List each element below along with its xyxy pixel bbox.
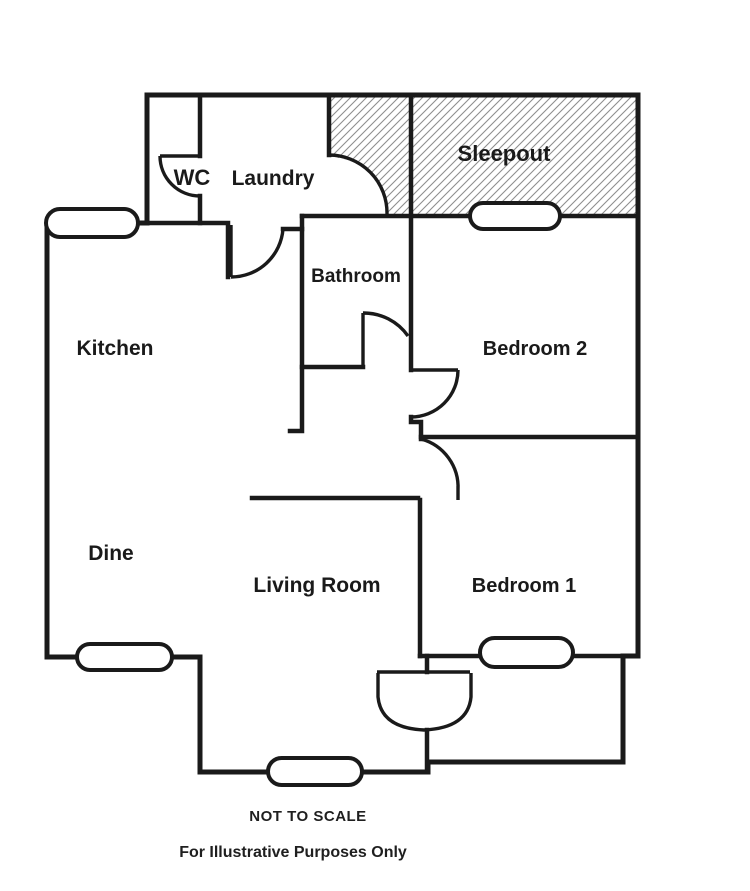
room-label-bathroom: Bathroom — [311, 266, 401, 287]
room-label-laundry: Laundry — [232, 167, 315, 190]
wall-bathroom-west — [287, 213, 305, 434]
window-bedroom1 — [478, 636, 575, 669]
door-arc-entry — [376, 670, 473, 732]
window-living — [266, 756, 364, 787]
room-label-kitchen: Kitchen — [76, 337, 153, 360]
room-label-living: Living Room — [253, 574, 380, 597]
window-dine — [75, 642, 174, 672]
doors — [158, 153, 473, 732]
note-illustrative-purposes: For Illustrative Purposes Only — [179, 844, 407, 861]
wall-bed2-door-stub — [408, 414, 424, 442]
door-arc-bedroom1 — [420, 437, 460, 500]
room-label-sleepout: Sleepout — [458, 141, 552, 166]
window-kitchen — [44, 207, 140, 239]
note-not-to-scale: NOT TO SCALE — [249, 808, 366, 825]
room-labels: WC Laundry Sleepout Bathroom Kitchen Bed… — [76, 141, 587, 597]
room-label-bedroom2: Bedroom 2 — [483, 338, 587, 360]
door-arc-sleepout — [328, 153, 389, 215]
room-label-dine: Dine — [88, 542, 134, 565]
door-arc-laundry-south — [229, 225, 285, 279]
door-arc-bedroom2 — [410, 368, 460, 419]
room-label-bedroom1: Bedroom 1 — [472, 575, 576, 597]
door-arc-bathroom — [361, 311, 410, 367]
windows — [44, 201, 575, 787]
window-sleepout — [468, 201, 562, 231]
footer-notes: NOT TO SCALE For Illustrative Purposes O… — [179, 808, 407, 861]
room-label-wc: WC — [174, 165, 211, 190]
sleepout-hatch-region — [329, 95, 638, 215]
door-arc-wc — [158, 154, 201, 198]
